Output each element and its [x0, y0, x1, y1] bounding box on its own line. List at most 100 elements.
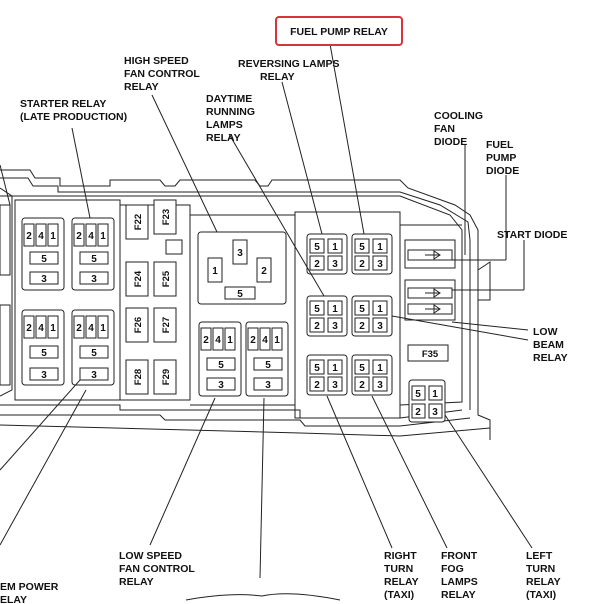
pin-label: 2 — [261, 266, 267, 277]
callout-reversing-lamps: REVERSING LAMPS RELAY — [238, 58, 340, 83]
fuse-box-outline — [0, 169, 491, 440]
svg-text:FOG: FOG — [441, 563, 464, 575]
callout-front-fog: FRONT FOG LAMPS RELAY — [441, 550, 478, 601]
pin-label: 5 — [41, 254, 47, 265]
svg-text:RELAY: RELAY — [384, 576, 419, 588]
pin-label: 4 — [88, 323, 94, 334]
callout-right-turn: RIGHT TURN RELAY (TAXI) — [384, 550, 419, 601]
leader-lines — [0, 43, 533, 601]
pin-label: 2 — [314, 259, 320, 270]
svg-text:RELAY: RELAY — [533, 352, 568, 364]
pin-label: 1 — [332, 242, 338, 253]
micro-relay-drl: 5 1 2 3 — [306, 295, 348, 337]
pin-label: 5 — [314, 242, 320, 253]
pin-label: 3 — [218, 380, 224, 391]
left-partial-relays — [0, 204, 11, 386]
svg-text:TURN: TURN — [526, 563, 555, 575]
svg-text:RELAY: RELAY — [526, 576, 561, 588]
fuse-label: F26 — [133, 317, 144, 333]
svg-text:STARTER RELAY: STARTER RELAY — [20, 98, 106, 110]
fuse-column: F22 F23 F24 F25 F26 F27 F28 F29 — [125, 199, 183, 395]
micro-relay-reversing: 5 1 2 3 — [306, 233, 348, 275]
pin-label: 3 — [377, 321, 383, 332]
pin-label: 5 — [41, 348, 47, 359]
pin-label: 4 — [38, 231, 44, 242]
fuse-label: F27 — [161, 317, 172, 333]
pin-label: 1 — [50, 231, 56, 242]
svg-text:LAMPS: LAMPS — [206, 119, 243, 131]
fuse-label: F22 — [133, 214, 144, 230]
svg-text:ELAY: ELAY — [0, 594, 27, 604]
svg-text:TURN: TURN — [384, 563, 413, 575]
pin-label: 3 — [237, 248, 243, 259]
pin-label: 4 — [262, 335, 268, 346]
micro-relay-front-fog: 5 1 2 3 — [351, 354, 393, 396]
pin-label: 5 — [359, 242, 365, 253]
svg-text:LOW SPEED: LOW SPEED — [119, 550, 182, 562]
callout-fuel-pump-diode: FUEL PUMP DIODE — [486, 139, 519, 177]
pin-label: 3 — [377, 380, 383, 391]
pin-label: 2 — [76, 323, 82, 334]
svg-text:DAYTIME: DAYTIME — [206, 93, 252, 105]
pin-label: 5 — [359, 304, 365, 315]
svg-text:BEAM: BEAM — [533, 339, 564, 351]
callout-drl: DAYTIME RUNNING LAMPS RELAY — [206, 93, 255, 144]
svg-text:LAMPS: LAMPS — [441, 576, 478, 588]
fuse-label: F25 — [161, 270, 172, 287]
pin-label: 3 — [41, 370, 47, 381]
pin-label: 2 — [359, 259, 365, 270]
callout-low-beam: LOW BEAM RELAY — [533, 326, 568, 364]
svg-text:START DIODE: START DIODE — [497, 229, 567, 241]
pin-label: 1 — [100, 323, 106, 334]
pin-label: 1 — [332, 304, 338, 315]
svg-text:REVERSING LAMPS: REVERSING LAMPS — [238, 58, 340, 70]
callout-starter-relay: STARTER RELAY (LATE PRODUCTION) — [20, 98, 127, 123]
highlight-label: FUEL PUMP RELAY — [290, 26, 388, 38]
micro-relay-low-beam: 5 1 2 3 — [351, 295, 393, 337]
svg-text:(TAXI): (TAXI) — [384, 589, 414, 601]
svg-text:(TAXI): (TAXI) — [526, 589, 556, 601]
svg-text:RELAY: RELAY — [119, 576, 154, 588]
pin-label: 5 — [314, 363, 320, 374]
svg-text:LEFT: LEFT — [526, 550, 553, 562]
svg-text:FRONT: FRONT — [441, 550, 478, 562]
pin-label: 3 — [332, 259, 338, 270]
pin-label: 3 — [41, 274, 47, 285]
pin-label: 1 — [212, 266, 218, 277]
callout-left-turn: LEFT TURN RELAY (TAXI) — [526, 550, 561, 601]
pin-label: 1 — [432, 389, 438, 400]
svg-text:DIODE: DIODE — [486, 165, 519, 177]
pin-label: 1 — [100, 231, 106, 242]
svg-text:(LATE PRODUCTION): (LATE PRODUCTION) — [20, 111, 127, 123]
pin-label: 5 — [218, 360, 224, 371]
diode-group: F35 — [404, 239, 456, 362]
fuel-pump-relay-highlight: FUEL PUMP RELAY — [275, 16, 403, 46]
pin-label: 3 — [91, 274, 97, 285]
pin-label: 1 — [377, 304, 383, 315]
pin-label: 2 — [314, 380, 320, 391]
callout-pcm-power: EM POWER ELAY — [0, 581, 59, 604]
pin-label: 5 — [91, 254, 97, 265]
micro-relay-right-turn: 5 1 2 3 — [306, 354, 348, 396]
pin-label: 2 — [359, 380, 365, 391]
pin-label: 3 — [332, 321, 338, 332]
pin-label: 2 — [203, 335, 209, 346]
pin-label: 4 — [38, 323, 44, 334]
pin-label: 1 — [332, 363, 338, 374]
pin-label: 3 — [265, 380, 271, 391]
pin-label: 1 — [377, 242, 383, 253]
micro-relay-fuel-pump: 5 1 2 3 — [351, 233, 393, 275]
pin-label: 2 — [76, 231, 82, 242]
fuse-label: F35 — [422, 349, 439, 360]
pin-label: 5 — [415, 389, 421, 400]
pin-label: 2 — [359, 321, 365, 332]
pin-label: 4 — [215, 335, 221, 346]
pin-label: 5 — [314, 304, 320, 315]
high-speed-fan-relay: 3 1 2 5 — [197, 231, 287, 305]
svg-text:FUEL: FUEL — [486, 139, 514, 151]
pin-label: 4 — [88, 231, 94, 242]
pin-label: 2 — [415, 407, 421, 418]
relay-group-left-bottom: 2 4 1 5 3 2 4 1 5 3 — [21, 309, 115, 386]
pin-label: 5 — [265, 360, 271, 371]
